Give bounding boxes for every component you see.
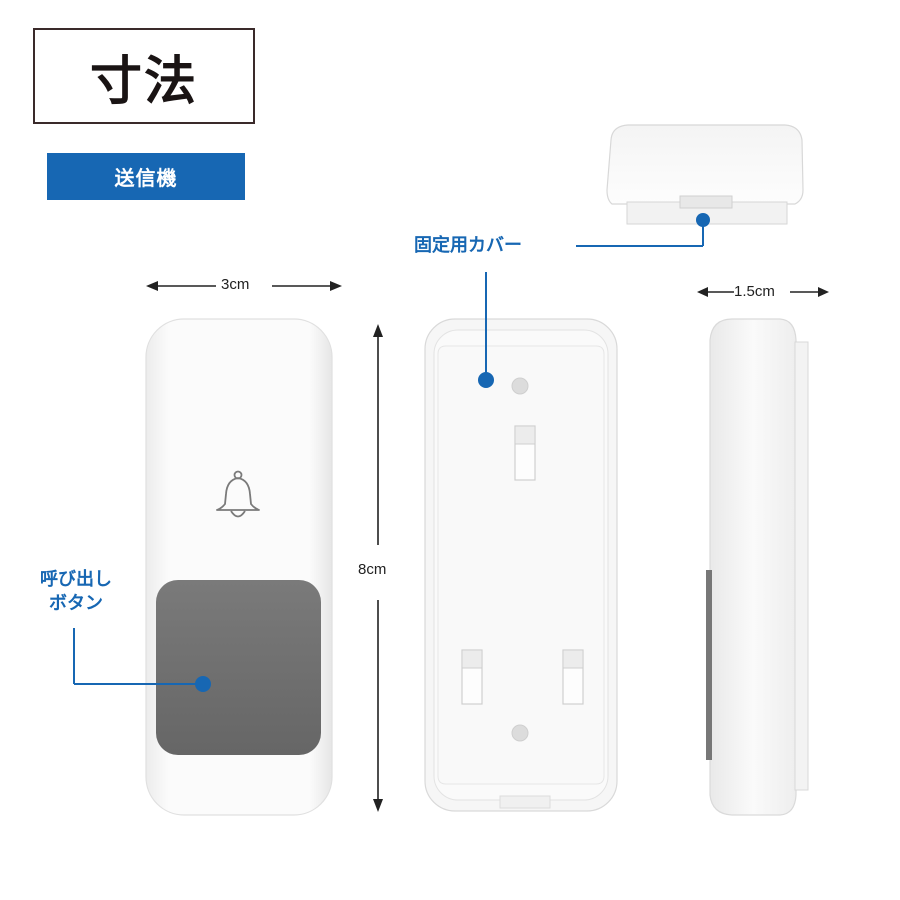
cover-label: 固定用カバー (414, 235, 522, 256)
call-button-shape (156, 580, 321, 755)
height-dimension-arrow (373, 324, 383, 812)
depth-label: 1.5cm (734, 283, 775, 300)
device-side-view (706, 318, 809, 816)
device-top-view (606, 124, 804, 225)
cover-callout-dot-top (696, 213, 710, 227)
device-front-view (145, 318, 333, 816)
cover-callout-dot-back (478, 372, 494, 388)
height-label: 8cm (358, 561, 387, 578)
button-label-line1: 呼び出し (40, 569, 112, 590)
depth-dimension-arrow (697, 287, 829, 297)
device-back-view (424, 318, 618, 812)
title-box: 寸法 (33, 28, 255, 124)
width-dimension-arrow (146, 281, 342, 291)
button-callout-dot (195, 676, 211, 692)
width-label: 3cm (221, 276, 250, 293)
page-title: 寸法 (89, 51, 198, 112)
button-callout-leader (73, 628, 200, 685)
button-label-line2: ボタン (49, 593, 103, 614)
bell-icon (216, 470, 260, 518)
category-badge: 送信機 (47, 153, 245, 200)
button-label: 呼び出し ボタン (26, 568, 126, 616)
